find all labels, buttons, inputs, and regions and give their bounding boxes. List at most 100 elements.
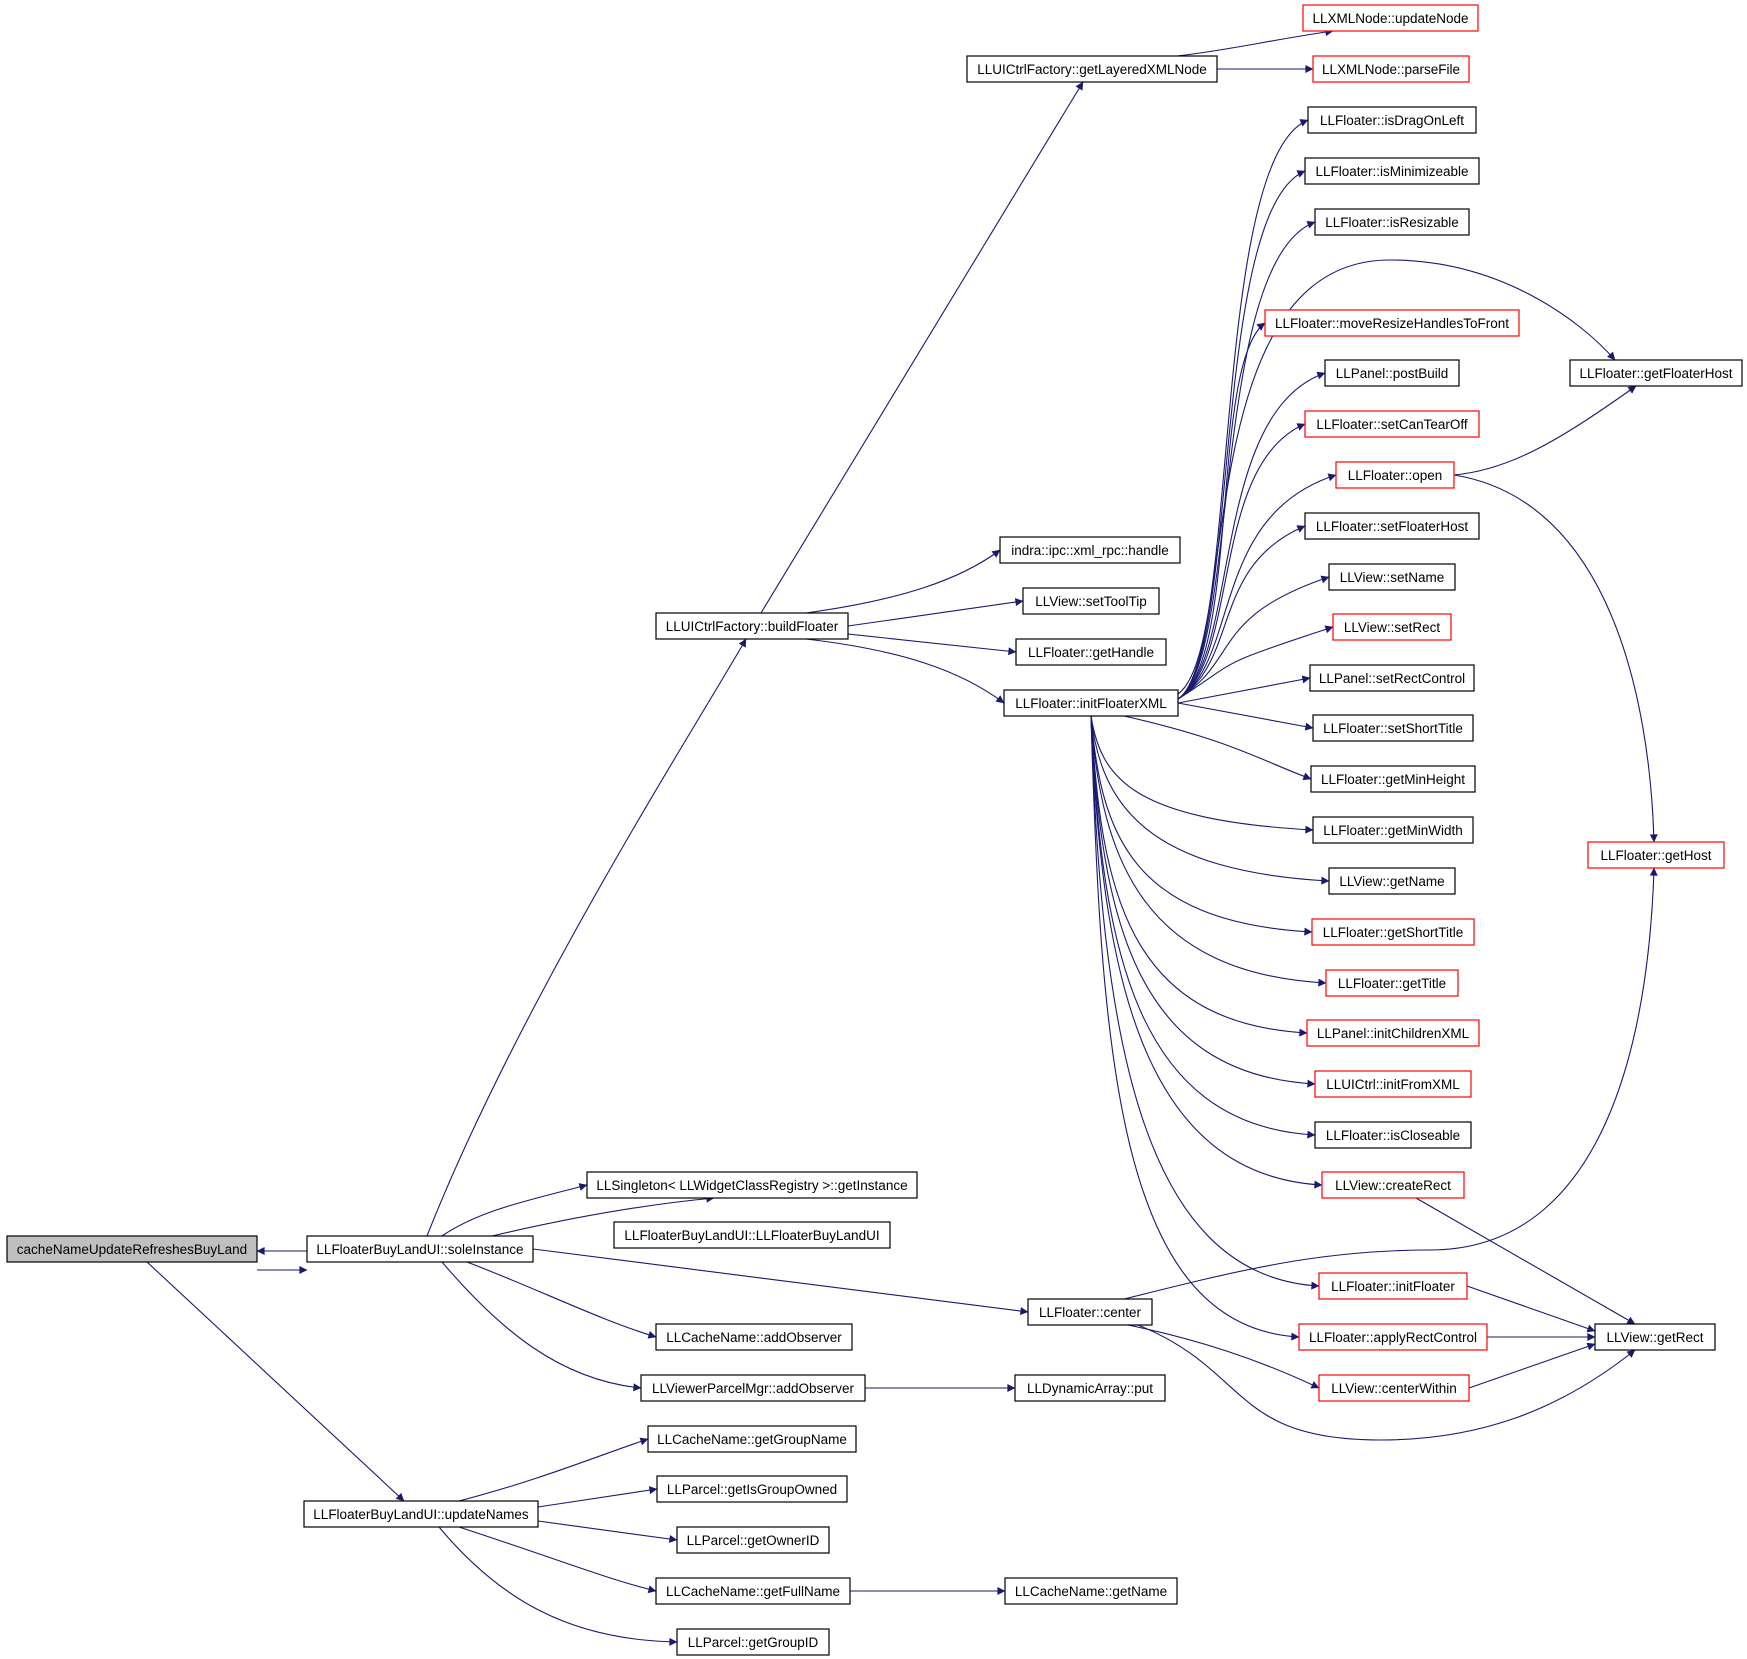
- call-edge-initFloaterXML-to-isCloseable: [1090, 715, 1316, 1139]
- graph-node-getFullName[interactable]: LLCacheName::getFullName: [655, 1577, 851, 1605]
- graph-node-getIsGroupOwned[interactable]: LLParcel::getIsGroupOwned: [656, 1475, 848, 1503]
- node-label: LLFloaterBuyLandUI::LLFloaterBuyLandUI: [624, 1228, 879, 1243]
- graph-node-getRect[interactable]: LLView::getRect: [1594, 1323, 1716, 1351]
- graph-node-initFloaterXML[interactable]: LLFloater::initFloaterXML: [1003, 689, 1179, 717]
- graph-node-center[interactable]: LLFloater::center: [1027, 1298, 1153, 1326]
- node-box: [1264, 309, 1520, 337]
- graph-node-setShortTitle[interactable]: LLFloater::setShortTitle: [1312, 714, 1474, 742]
- graph-node-moveResize[interactable]: LLFloater::moveResizeHandlesToFront: [1264, 309, 1520, 337]
- node-box: [1298, 1323, 1488, 1351]
- node-box: [1304, 512, 1480, 540]
- node-box: [1314, 1121, 1472, 1149]
- graph-node-isResizable[interactable]: LLFloater::isResizable: [1314, 208, 1470, 236]
- graph-node-getHost[interactable]: LLFloater::getHost: [1587, 841, 1725, 869]
- node-label: LLXMLNode::parseFile: [1322, 62, 1460, 77]
- node-box: [1328, 563, 1456, 591]
- graph-node-createRect[interactable]: LLView::createRect: [1321, 1171, 1465, 1199]
- graph-node-postBuild[interactable]: LLPanel::postBuild: [1324, 359, 1460, 387]
- graph-node-centerWithin[interactable]: LLView::centerWithin: [1318, 1374, 1470, 1402]
- call-edge-initFloaterXML-to-createRect: [1090, 715, 1323, 1189]
- graph-node-soleInstance[interactable]: LLFloaterBuyLandUI::soleInstance: [306, 1235, 534, 1263]
- node-label: LLXMLNode::updateNode: [1312, 11, 1468, 26]
- graph-node-parseFile[interactable]: LLXMLNode::parseFile: [1312, 55, 1470, 83]
- graph-node-isMinimizeable[interactable]: LLFloater::isMinimizeable: [1304, 157, 1480, 185]
- graph-node-parcelAddObserver[interactable]: LLViewerParcelMgr::addObserver: [640, 1374, 866, 1402]
- graph-node-updateNode[interactable]: LLXMLNode::updateNode: [1302, 4, 1479, 32]
- graph-node-setToolTip[interactable]: LLView::setToolTip: [1022, 587, 1160, 615]
- node-box: [1587, 841, 1725, 869]
- node-box: [676, 1526, 830, 1554]
- graph-node-open[interactable]: LLFloater::open: [1335, 461, 1455, 489]
- node-box: [1314, 1070, 1472, 1098]
- node-label: LLFloater::isMinimizeable: [1315, 164, 1468, 179]
- graph-node-buildFloater[interactable]: LLUICtrlFactory::buildFloater: [655, 612, 849, 640]
- node-label: LLParcel::getIsGroupOwned: [667, 1482, 837, 1497]
- call-edge-updateNames-to-getGroupName: [458, 1437, 649, 1502]
- graph-node-getGroupID[interactable]: LLParcel::getGroupID: [676, 1628, 830, 1656]
- node-label: LLView::setToolTip: [1035, 594, 1147, 609]
- graph-node-initFloater[interactable]: LLFloater::initFloater: [1318, 1272, 1468, 1300]
- graph-node-getInstance[interactable]: LLSingleton< LLWidgetClassRegistry >::ge…: [586, 1171, 918, 1199]
- graph-node-ctor[interactable]: LLFloaterBuyLandUI::LLFloaterBuyLandUI: [613, 1221, 891, 1249]
- node-box: [640, 1374, 866, 1402]
- graph-node-applyRectControl[interactable]: LLFloater::applyRectControl: [1298, 1323, 1488, 1351]
- node-label: LLFloater::getMinHeight: [1321, 772, 1465, 787]
- graph-node-cacheAddObserver[interactable]: LLCacheName::addObserver: [655, 1323, 853, 1351]
- node-label: LLFloater::getHost: [1600, 848, 1711, 863]
- call-edge-soleInstance-to-parcelAddObserver: [441, 1261, 642, 1392]
- graph-node-cacheGetName[interactable]: LLCacheName::getName: [1004, 1577, 1178, 1605]
- node-label: LLViewerParcelMgr::addObserver: [652, 1381, 855, 1396]
- node-box: [586, 1171, 918, 1199]
- node-box: [1318, 1272, 1468, 1300]
- node-label: LLView::setRect: [1344, 620, 1441, 635]
- call-edge-initFloaterXML-to-isMinimizeable: [1177, 170, 1306, 700]
- call-edge-initFloaterXML-to-initFromXML: [1090, 715, 1316, 1088]
- call-edge-initFloaterXML-to-setCanTearOff: [1177, 423, 1306, 700]
- graph-node-getOwnerID[interactable]: LLParcel::getOwnerID: [676, 1526, 830, 1554]
- node-label: LLFloater::initFloater: [1331, 1279, 1455, 1294]
- node-box: [1304, 410, 1480, 438]
- node-label: LLFloater::isCloseable: [1326, 1128, 1460, 1143]
- node-box: [1307, 106, 1477, 134]
- graph-node-getName[interactable]: LLView::getName: [1328, 867, 1456, 895]
- node-box: [306, 1235, 534, 1263]
- node-box: [966, 55, 1218, 83]
- graph-node-getLayeredXMLNode[interactable]: LLUICtrlFactory::getLayeredXMLNode: [966, 55, 1218, 83]
- node-box: [303, 1500, 539, 1528]
- graph-node-put[interactable]: LLDynamicArray::put: [1014, 1374, 1166, 1402]
- graph-node-isDragOnLeft[interactable]: LLFloater::isDragOnLeft: [1307, 106, 1477, 134]
- node-box: [655, 1577, 851, 1605]
- call-edge-initFloaterXML-to-moveResize: [1177, 322, 1266, 700]
- graph-node-root[interactable]: cacheNameUpdateRefreshesBuyLand: [6, 1235, 258, 1263]
- call-edge-open-to-getFloaterHost: [1453, 385, 1637, 476]
- call-edge-buildFloater-to-setToolTip: [847, 598, 1024, 627]
- graph-node-setRect[interactable]: LLView::setRect: [1332, 613, 1452, 641]
- graph-node-getFloaterHost[interactable]: LLFloater::getFloaterHost: [1569, 359, 1743, 387]
- graph-node-getMinHeight[interactable]: LLFloater::getMinHeight: [1310, 765, 1476, 793]
- graph-node-getTitle[interactable]: LLFloater::getTitle: [1325, 969, 1459, 997]
- node-box: [613, 1221, 891, 1249]
- call-edge-initFloaterXML-to-applyRectControl: [1090, 715, 1300, 1341]
- graph-node-getMinWidth[interactable]: LLFloater::getMinWidth: [1312, 816, 1474, 844]
- graph-node-initChildrenXML[interactable]: LLPanel::initChildrenXML: [1306, 1019, 1480, 1047]
- call-edge-initFloaterXML-to-setShortTitle: [1177, 702, 1314, 731]
- node-label: LLUICtrlFactory::getLayeredXMLNode: [977, 62, 1207, 77]
- graph-node-isCloseable[interactable]: LLFloater::isCloseable: [1314, 1121, 1472, 1149]
- graph-node-xmlrpcHandle[interactable]: indra::ipc::xml_rpc::handle: [999, 536, 1181, 564]
- call-edge-initFloaterXML-to-setRect: [1177, 625, 1334, 700]
- graph-node-setName[interactable]: LLView::setName: [1328, 563, 1456, 591]
- node-box: [656, 1475, 848, 1503]
- node-label: LLPanel::initChildrenXML: [1317, 1026, 1470, 1041]
- graph-node-setCanTearOff[interactable]: LLFloater::setCanTearOff: [1304, 410, 1480, 438]
- graph-node-setRectControl[interactable]: LLPanel::setRectControl: [1309, 664, 1475, 692]
- graph-node-initFromXML[interactable]: LLUICtrl::initFromXML: [1314, 1070, 1472, 1098]
- graph-node-getShortTitle[interactable]: LLFloater::getShortTitle: [1311, 918, 1475, 946]
- graph-node-updateNames[interactable]: LLFloaterBuyLandUI::updateNames: [303, 1500, 539, 1528]
- graph-node-getGroupName[interactable]: LLCacheName::getGroupName: [647, 1425, 857, 1453]
- node-box: [1332, 613, 1452, 641]
- graph-node-getHandle[interactable]: LLFloater::getHandle: [1015, 638, 1167, 666]
- graph-node-setFloaterHost[interactable]: LLFloater::setFloaterHost: [1304, 512, 1480, 540]
- node-box: [1003, 689, 1179, 717]
